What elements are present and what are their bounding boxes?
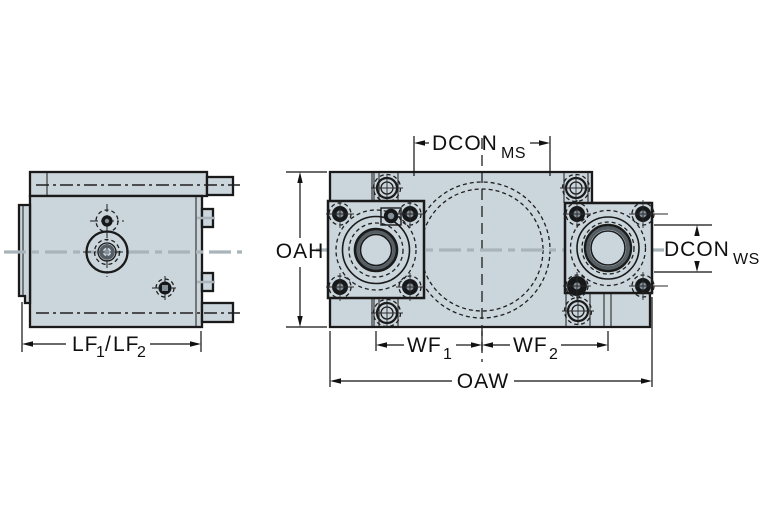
side-view: LF 1 / LF 2	[4, 170, 242, 361]
dcon-ms-sub: MS	[501, 145, 526, 162]
dimension-dcon-ms: DCON MS	[413, 132, 551, 176]
lf-label-main1: LF	[72, 333, 99, 356]
side-top-stub	[205, 175, 235, 197]
clamp-screw-top-right	[560, 173, 592, 203]
dcon-ws-label: DCON	[664, 238, 730, 261]
oaw-label: OAW	[457, 370, 509, 393]
side-screw-lower	[152, 276, 179, 301]
dimension-wf1-wf2: WF 1 WF 2	[375, 331, 609, 363]
dimension-oah: OAH	[276, 171, 327, 328]
side-top-bar	[28, 170, 209, 198]
ms-lock-screw	[380, 207, 402, 226]
wf2-label: WF	[513, 334, 548, 357]
lf-label-sub1: 1	[96, 344, 105, 361]
dimension-lf: LF 1 / LF 2	[21, 302, 202, 361]
side-left-plate	[17, 203, 32, 305]
dimension-oaw: OAW	[329, 297, 653, 393]
dcon-ws-sub: WS	[733, 251, 760, 268]
clamp-screw-bottom-left	[371, 298, 403, 328]
ms-corner-screws	[326, 200, 424, 301]
lf-label-slash: /	[105, 333, 112, 356]
wf2-sub: 2	[549, 346, 558, 363]
wf1-label: WF	[407, 334, 442, 357]
ws-corner-screws	[563, 200, 668, 300]
lf-label-sub2: 2	[137, 344, 146, 361]
lf-label-main2: LF	[113, 333, 140, 356]
side-center-boss	[83, 228, 131, 277]
front-view: DCON MS OAH WF 1 WF 2	[276, 132, 760, 393]
oah-label: OAH	[276, 240, 325, 263]
dimension-dcon-ws: DCON WS	[654, 224, 760, 273]
wf1-sub: 1	[443, 346, 452, 363]
dcon-ms-label: DCON	[432, 132, 498, 155]
